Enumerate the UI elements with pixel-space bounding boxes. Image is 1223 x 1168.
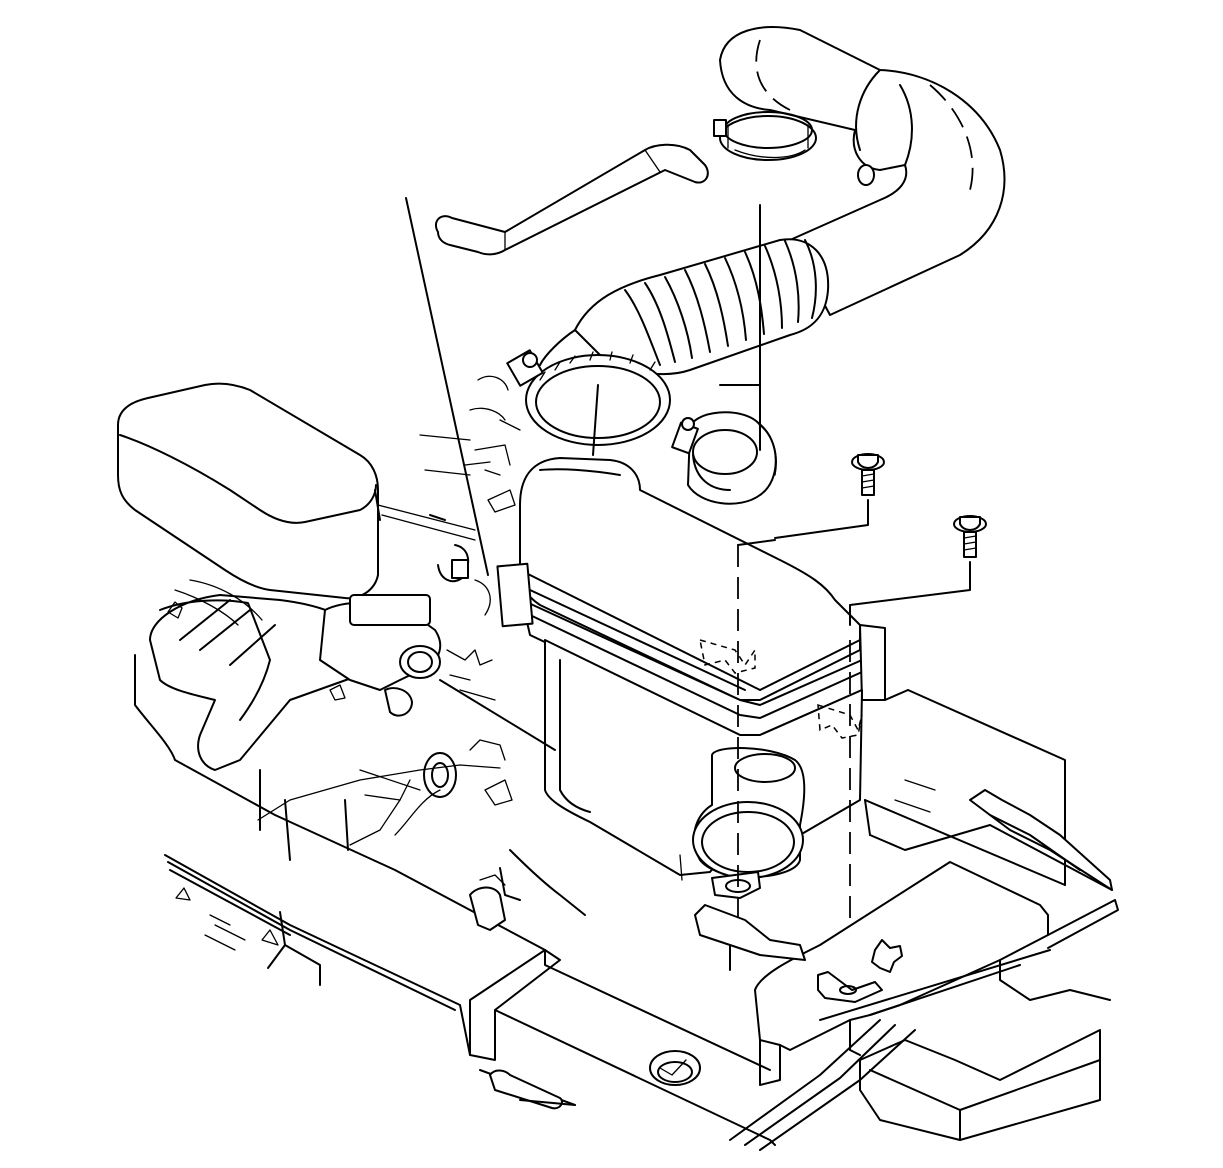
corrugated-hose <box>539 238 830 376</box>
hose-clamp-left <box>506 349 671 456</box>
body-edge-lines <box>439 679 909 836</box>
battery-tray <box>694 689 1119 1151</box>
hose-clamp-center <box>671 204 777 505</box>
leader-line <box>405 197 489 576</box>
alignment-lines <box>737 539 851 985</box>
mounting-bolt-2 <box>849 515 987 626</box>
engine-background-detail <box>419 375 521 701</box>
exhaust-manifold <box>149 579 513 846</box>
mounting-bolt-1 <box>774 453 885 539</box>
radiator-support <box>134 654 776 1146</box>
breather-tube <box>434 143 709 256</box>
engine-cover <box>117 382 476 600</box>
air-intake-duct <box>713 26 1006 316</box>
air-cleaner-housing <box>496 457 886 899</box>
